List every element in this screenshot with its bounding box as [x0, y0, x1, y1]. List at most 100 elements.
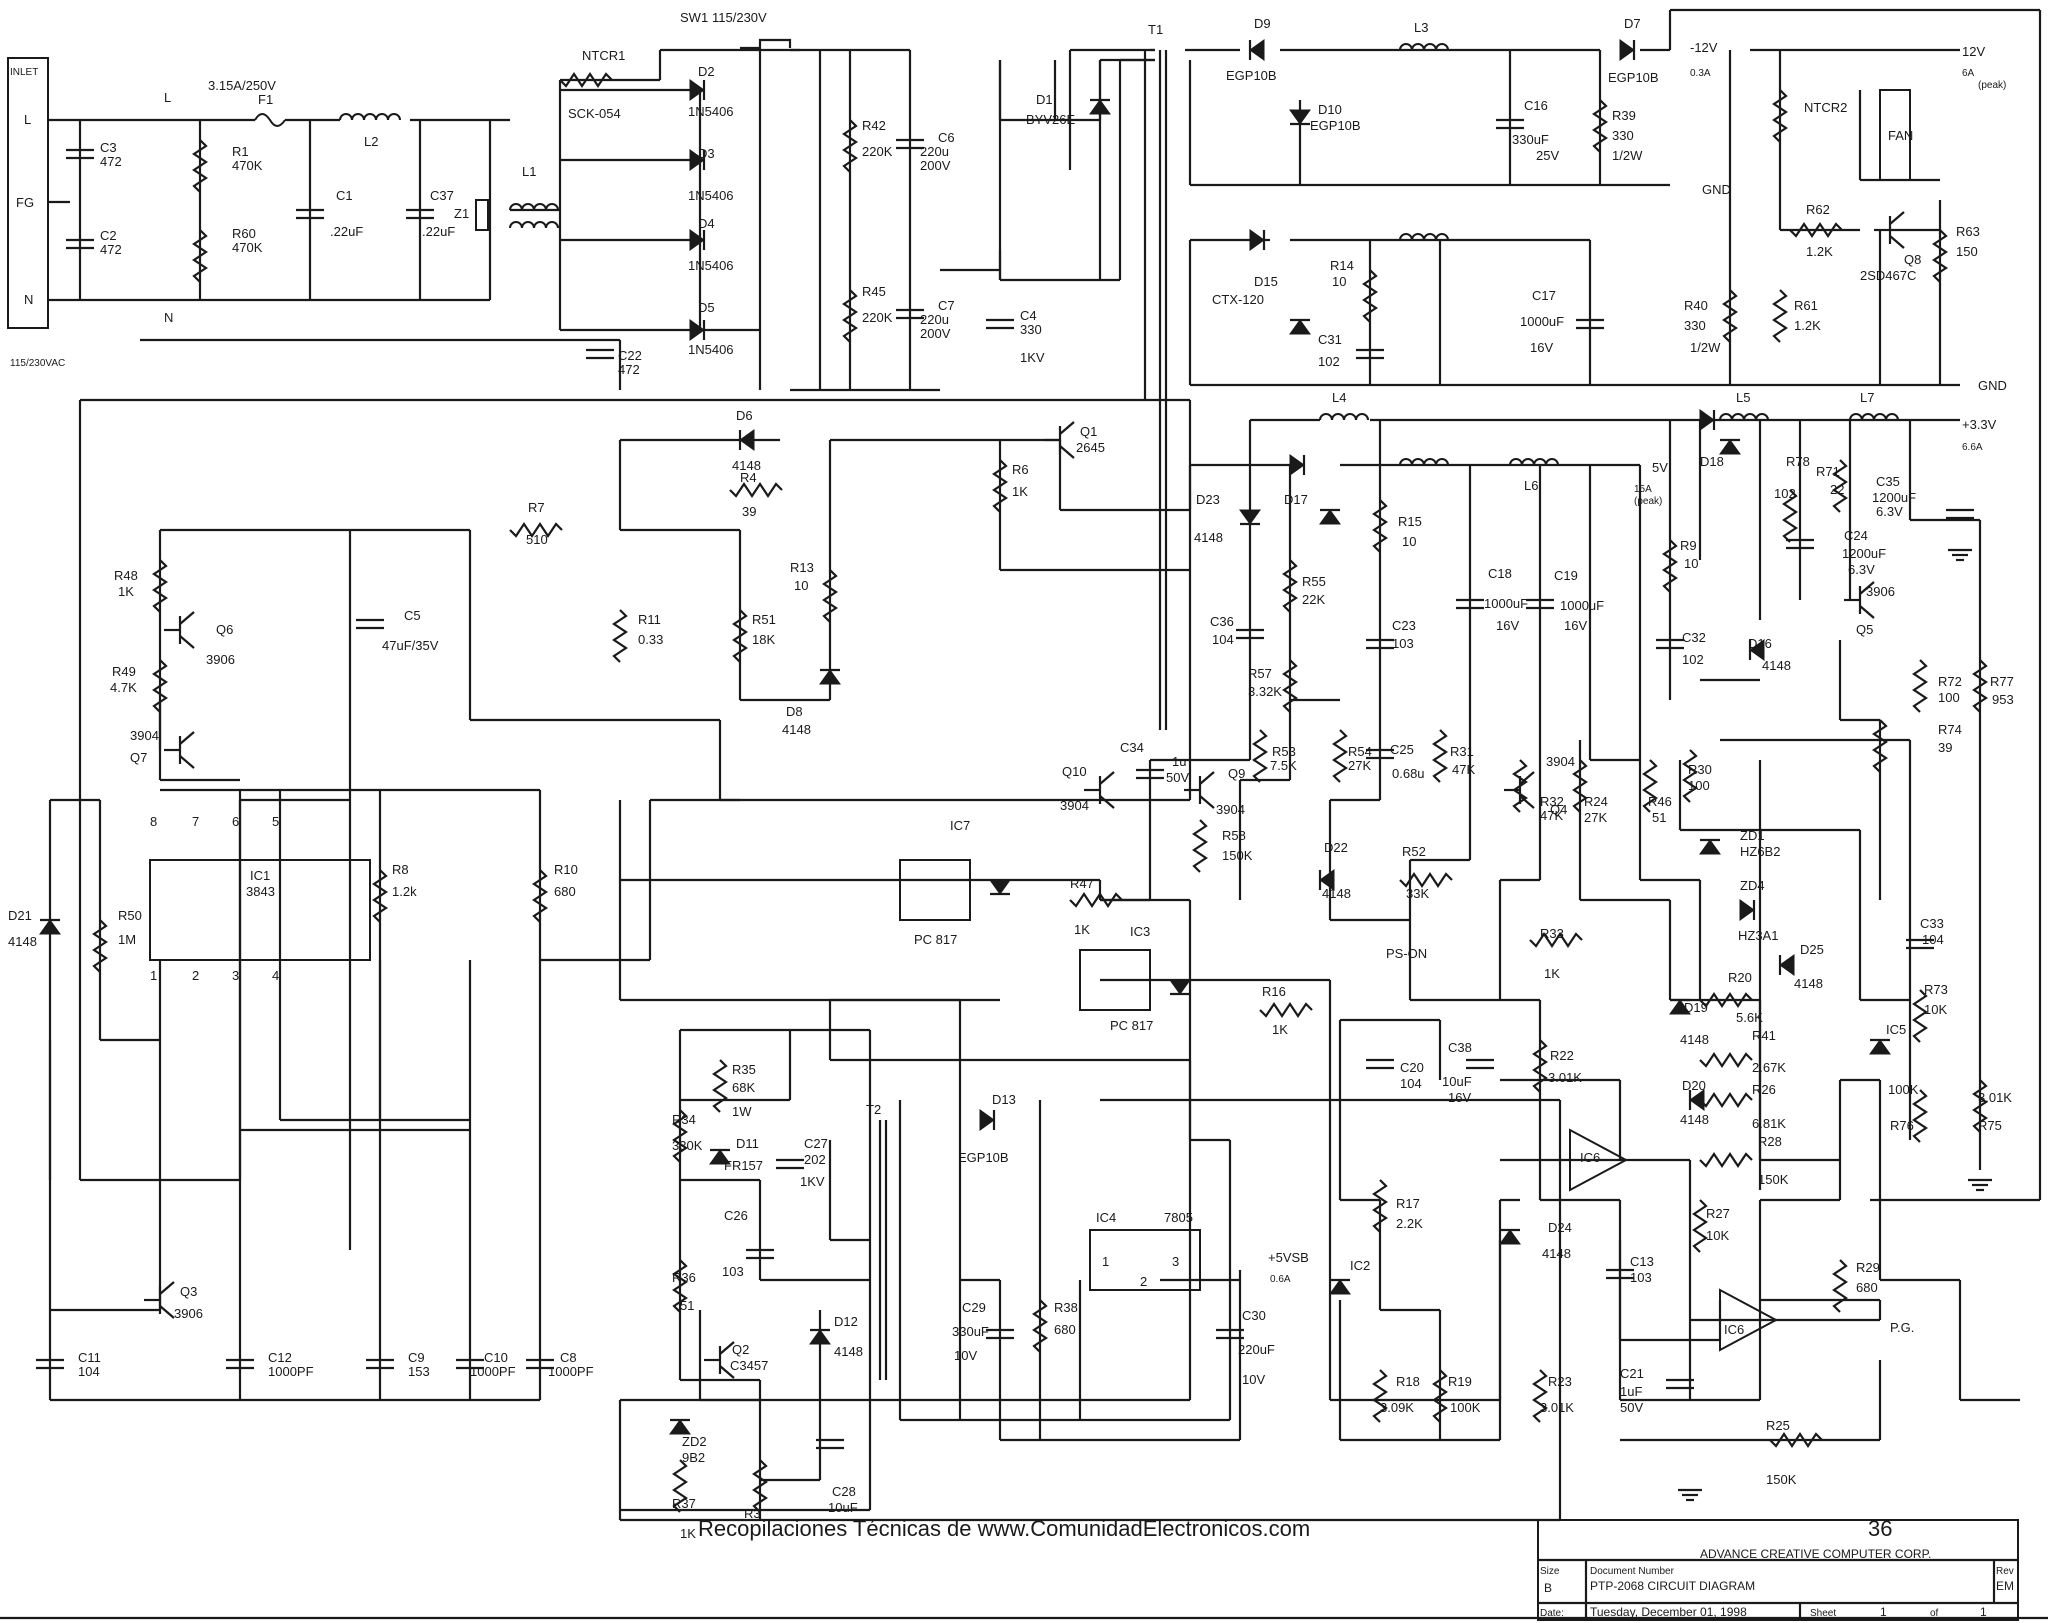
z1-symbol [475, 199, 489, 231]
label-c22v: 472 [618, 362, 640, 377]
label-r71: R71 [1816, 464, 1840, 479]
label-fan: FAN [1888, 128, 1913, 143]
r7-symbol [509, 522, 563, 538]
label-ctx: CTX-120 [1212, 292, 1264, 307]
label-q6: Q6 [216, 622, 233, 637]
r40-symbol [1722, 289, 1738, 343]
label-c21v: 1uF [1620, 1384, 1642, 1399]
d15b-diode [1289, 318, 1311, 335]
label-d22v: 4148 [1322, 886, 1351, 901]
label-r11v: 0.33 [638, 632, 663, 647]
out-p5vsb-amp: 0.6A [1270, 1274, 1291, 1285]
label-q9v: 3904 [1216, 802, 1245, 817]
c25-symbol [1366, 748, 1394, 760]
label-r13: R13 [790, 560, 814, 575]
label-r15v: 10 [1402, 534, 1416, 549]
r27-symbol [1692, 1199, 1708, 1253]
label-r31: R31 [1450, 744, 1474, 759]
r15-symbol [1372, 499, 1388, 553]
inlet-pin-n: N [24, 292, 33, 307]
label-r40v: 330 [1684, 318, 1706, 333]
label-r63: R63 [1956, 224, 1980, 239]
d18-diode [1699, 409, 1716, 431]
label-r46: R46 [1648, 794, 1672, 809]
label-l5: L5 [1736, 390, 1750, 405]
label-c7v: 220u [920, 312, 949, 327]
r63-symbol [1932, 229, 1948, 283]
sheet-value: 1 [1880, 1605, 1887, 1619]
label-d21v: 4148 [8, 934, 37, 949]
r25-symbol [1769, 1432, 1823, 1448]
label-r78v: 102 [1774, 486, 1796, 501]
label-c31v: 102 [1318, 354, 1340, 369]
label-c32v: 102 [1682, 652, 1704, 667]
label-c34s: 50V [1166, 770, 1189, 785]
label-l: L [164, 90, 171, 105]
c1-symbol [296, 208, 324, 220]
label-d15: D15 [1254, 274, 1278, 289]
c6-symbol [896, 138, 924, 150]
r45-symbol [842, 289, 858, 343]
d13-diode [979, 1109, 996, 1131]
label-p2: 2 [192, 968, 199, 983]
label-c37v: .22uF [422, 224, 455, 239]
label-zd2: ZD2 [682, 1434, 707, 1449]
r76-symbol [1912, 1089, 1928, 1143]
label-c34v: 1u [1172, 754, 1186, 769]
label-d1: D1 [1036, 92, 1053, 107]
c16-symbol [1496, 118, 1524, 130]
label-d19: D19 [1684, 1000, 1708, 1015]
label-c1v: .22uF [330, 224, 363, 239]
q6-transistor [164, 611, 195, 649]
inlet-connector [7, 57, 49, 329]
r35-symbol [712, 1059, 728, 1113]
label-c35s: 6.3V [1876, 504, 1903, 519]
label-c17v: 1000uF [1520, 314, 1564, 329]
label-t2: T2 [866, 1102, 881, 1117]
label-r45: R45 [862, 284, 886, 299]
label-c16: C16 [1524, 98, 1548, 113]
d3-diode [689, 149, 706, 171]
label-r22v: 3.01K [1548, 1070, 1582, 1085]
docnum-label: Document Number [1590, 1566, 1675, 1577]
label-d6: D6 [736, 408, 753, 423]
title-block: ADVANCE CREATIVE COMPUTER CORP. Size B D… [1537, 1519, 2019, 1621]
label-r7: R7 [528, 500, 545, 515]
ic4-7805 [1089, 1229, 1201, 1291]
r58-symbol [1192, 819, 1208, 873]
label-r9: R9 [1680, 538, 1697, 553]
label-ic4p1: 1 [1102, 1254, 1109, 1269]
label-r62v: 1.2K [1806, 244, 1833, 259]
label-q8: Q8 [1904, 252, 1921, 267]
ic7-optocoupler [899, 859, 971, 921]
label-r24: R24 [1584, 794, 1608, 809]
label-r15: R15 [1398, 514, 1422, 529]
label-r4: R4 [740, 470, 757, 485]
label-d20: D20 [1682, 1078, 1706, 1093]
label-c16v: 330uF [1512, 132, 1549, 147]
label-d17: D17 [1284, 492, 1308, 507]
label-r61v: 1.2K [1794, 318, 1821, 333]
r71-symbol [1832, 459, 1848, 513]
label-c29: C29 [962, 1300, 986, 1315]
d17b-diode [1319, 508, 1341, 525]
label-c20v: 104 [1400, 1076, 1422, 1091]
label-r36: R36 [672, 1270, 696, 1285]
label-c29v: 330uF [952, 1324, 989, 1339]
c28-symbol [816, 1438, 844, 1450]
label-d5v: 1N5406 [688, 342, 734, 357]
label-r41v: 2.67K [1752, 1060, 1786, 1075]
zd4-zener [1739, 899, 1756, 921]
label-r41: R41 [1752, 1028, 1776, 1043]
label-c2v: 472 [100, 242, 122, 257]
label-ic1v: 3843 [246, 884, 275, 899]
d11-diode [709, 1148, 731, 1165]
l2-inductor [339, 113, 401, 121]
of-label: of [1930, 1608, 1939, 1619]
fuse-f1-symbol [254, 113, 286, 127]
label-q2v: C3457 [730, 1358, 768, 1373]
c5-symbol [356, 618, 384, 630]
label-q4: Q4 [1550, 802, 1567, 817]
r61-symbol [1772, 289, 1788, 343]
r51-symbol [732, 609, 748, 663]
